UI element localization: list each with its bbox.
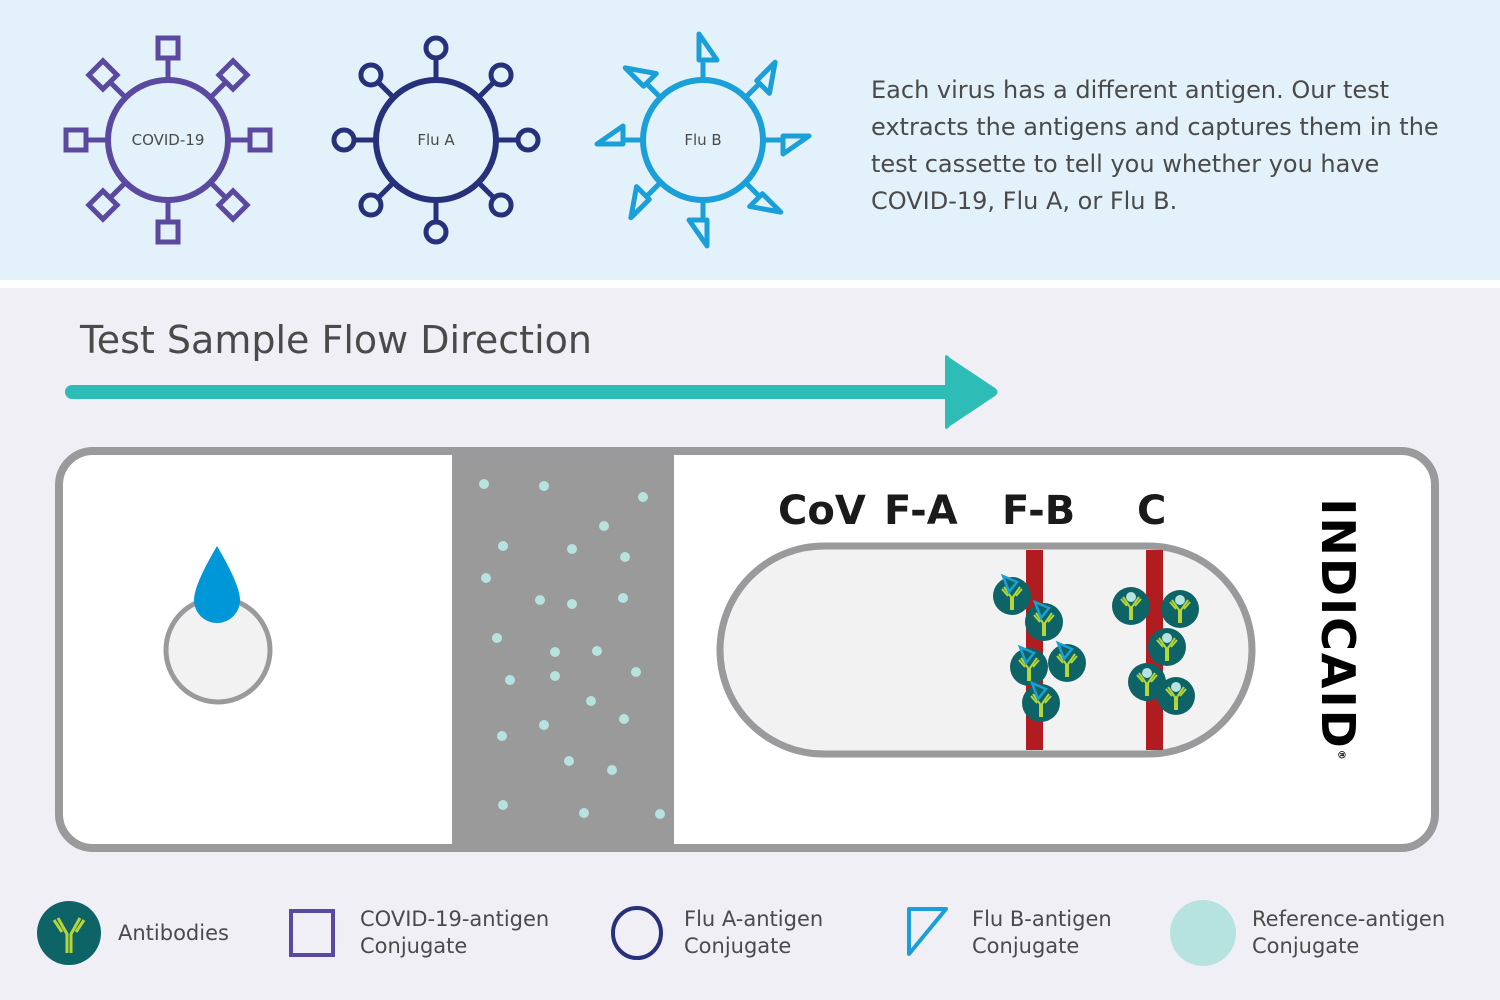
reference-antibody-complex xyxy=(1128,663,1166,701)
antigen-spike xyxy=(215,187,251,223)
conjugate-pad xyxy=(452,455,674,845)
reference-conjugate-dot xyxy=(498,541,508,551)
legend-antibodies: Antibodies xyxy=(34,898,229,968)
brand-logo: INDICAID® xyxy=(1311,498,1365,762)
antigen-spike xyxy=(488,62,514,88)
triangle-icon xyxy=(907,907,948,956)
antigen-spike xyxy=(358,62,384,88)
reference-conjugate-dot xyxy=(481,573,491,583)
zone-label-flu-b: F-B xyxy=(1002,488,1076,534)
virus-label-flu-b: Flu B xyxy=(684,131,722,149)
flu-a-virus-icon: Flu A xyxy=(326,30,546,250)
zone-label-flu-a: F-A xyxy=(884,488,958,534)
antigen-spike xyxy=(747,191,784,215)
antigen-spike xyxy=(423,219,449,245)
flu-b-antibody-complex xyxy=(1022,680,1060,722)
reference-conjugate-dot xyxy=(564,756,574,766)
legend-label: Antibodies xyxy=(118,920,229,945)
reference-conjugate-dot xyxy=(638,492,648,502)
reference-conjugate-dot xyxy=(539,720,549,730)
antigen-spike xyxy=(628,184,652,221)
legend-flu-a-conjugate: Flu A-antigen Conjugate xyxy=(600,898,823,968)
reference-antibody-complex xyxy=(1112,587,1150,625)
reference-conjugate-dot xyxy=(579,808,589,818)
circle-icon xyxy=(611,906,663,960)
legend-reference-conjugate: Reference-antigen Conjugate xyxy=(1166,898,1445,968)
flu-b-antibody-complex xyxy=(1010,644,1048,686)
covid-virus-icon: COVID-19 xyxy=(58,30,278,250)
legend-label: Reference-antigen Conjugate xyxy=(1252,907,1446,958)
antigen-spike xyxy=(488,192,514,218)
antigen-spike xyxy=(594,123,626,147)
reference-conjugate-dot xyxy=(607,765,617,775)
reference-conjugate-dot xyxy=(479,479,489,489)
reference-conjugate-dot xyxy=(497,731,507,741)
reference-conjugate-dot xyxy=(567,599,577,609)
reference-antibody-complex xyxy=(1157,677,1195,715)
antigen-spike xyxy=(686,217,710,249)
description-text: Each virus has a different antigen. Our … xyxy=(871,76,1439,215)
reference-conjugate-dot xyxy=(492,633,502,643)
reference-antibody-complex xyxy=(1161,590,1199,628)
antigen-spike xyxy=(696,31,720,63)
reference-conjugate-dot xyxy=(619,714,629,724)
reference-conjugate-dot xyxy=(505,675,515,685)
antigen-spike xyxy=(215,57,251,93)
legend-covid-conjugate: COVID-19-antigen Conjugate xyxy=(276,898,549,968)
antigen-spike xyxy=(331,127,357,153)
legend-label: Flu B-antigen Conjugate xyxy=(972,907,1112,958)
legend-flu-b-conjugate: Flu B-antigen Conjugate xyxy=(888,898,1112,968)
antigen-spike xyxy=(358,192,384,218)
antibody-icon xyxy=(37,901,101,965)
antigen-spike xyxy=(423,35,449,61)
legend-label: COVID-19-antigen Conjugate xyxy=(360,907,550,958)
zone-label-control: C xyxy=(1137,488,1167,534)
antigen-spike xyxy=(247,127,273,153)
antigen-spike xyxy=(155,35,181,61)
antigen-spike xyxy=(622,65,659,89)
reference-conjugate-dot xyxy=(599,521,609,531)
reference-conjugate-dot xyxy=(586,696,596,706)
brand-name: INDICAID xyxy=(1311,498,1365,750)
antigen-spike xyxy=(515,127,541,153)
reference-conjugate-dot xyxy=(631,667,641,677)
reference-antibody-complex xyxy=(1148,628,1186,666)
reference-conjugate-dot xyxy=(539,481,549,491)
registered-mark: ® xyxy=(1335,749,1347,762)
flu-b-antibody-complex xyxy=(1025,599,1063,641)
right-arrow-icon xyxy=(65,355,998,429)
flu-b-virus-icon: Flu B xyxy=(593,30,813,250)
water-drop-icon xyxy=(194,546,240,623)
virus-label-covid: COVID-19 xyxy=(131,131,205,149)
reference-conjugate-dot xyxy=(618,593,628,603)
zone-label-cov: CoV xyxy=(778,488,866,534)
flu-b-antibody-complex xyxy=(993,573,1031,615)
square-icon xyxy=(289,909,335,957)
flow-title: Test Sample Flow Direction xyxy=(80,318,592,362)
antigen-spike xyxy=(754,59,778,96)
reference-conjugate-dot xyxy=(550,647,560,657)
antigen-spike xyxy=(85,187,121,223)
reference-conjugate-dot xyxy=(620,552,630,562)
antigen-spike xyxy=(63,127,89,153)
reference-conjugate-dot xyxy=(498,800,508,810)
reference-conjugate-dot xyxy=(655,809,665,819)
virus-label-flu-a: Flu A xyxy=(417,131,455,149)
reference-conjugate-dot xyxy=(592,646,602,656)
reference-dot-icon xyxy=(1170,900,1236,966)
reference-conjugate-dot xyxy=(535,595,545,605)
flu-b-antibody-complex xyxy=(1048,640,1086,682)
antigen-spike xyxy=(780,133,812,157)
reference-conjugate-dot xyxy=(550,671,560,681)
reference-conjugate-dot xyxy=(567,544,577,554)
legend-label: Flu A-antigen Conjugate xyxy=(684,907,824,958)
antigen-spike xyxy=(85,57,121,93)
antigen-spike xyxy=(155,219,181,245)
